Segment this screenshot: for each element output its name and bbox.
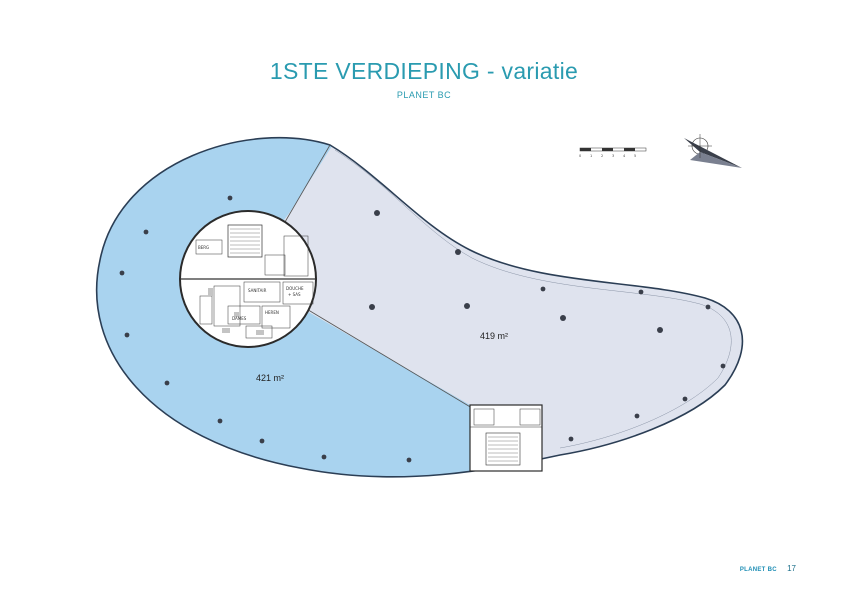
page-subtitle: PLANET BC [396, 90, 452, 100]
room-label-dames: DAMES [232, 316, 247, 321]
scale-tick-4: 4 [623, 154, 626, 158]
zone-divider-top [284, 144, 331, 223]
page-title: 1STE VERDIEPING - variatie [269, 58, 579, 84]
zone-divider-bottom [299, 304, 473, 409]
scale-bar: 0 1 2 3 4 5 [579, 147, 647, 158]
room-label-douche: DOUCHE [286, 286, 304, 291]
page-footer: PLANET BC 17 [740, 564, 796, 573]
structural-columns [119, 195, 726, 463]
area-label-left: 421 m² [256, 373, 284, 383]
scale-tick-2: 2 [601, 154, 603, 158]
room-label-heren: HEREN [265, 310, 279, 315]
north-arrow-icon [684, 134, 742, 168]
scale-tick-1: 1 [590, 154, 592, 158]
room-label-berg: BERG [198, 245, 209, 250]
footer-brand-logo: PLANET BC [739, 567, 777, 573]
secondary-stair-core [469, 404, 543, 472]
scale-tick-3: 3 [612, 154, 614, 158]
scale-tick-0: 0 [579, 154, 581, 158]
page-number: 17 [787, 564, 796, 573]
room-label-sas: + SAS [288, 292, 301, 297]
central-core: BERG SANITAIR DOUCHE + SAS DAMES HEREN [179, 210, 317, 348]
room-label-sanitair: SANITAIR [248, 288, 267, 293]
inner-facade-line [334, 149, 732, 449]
scale-tick-5: 5 [634, 154, 636, 158]
area-label-right: 419 m² [480, 331, 508, 341]
